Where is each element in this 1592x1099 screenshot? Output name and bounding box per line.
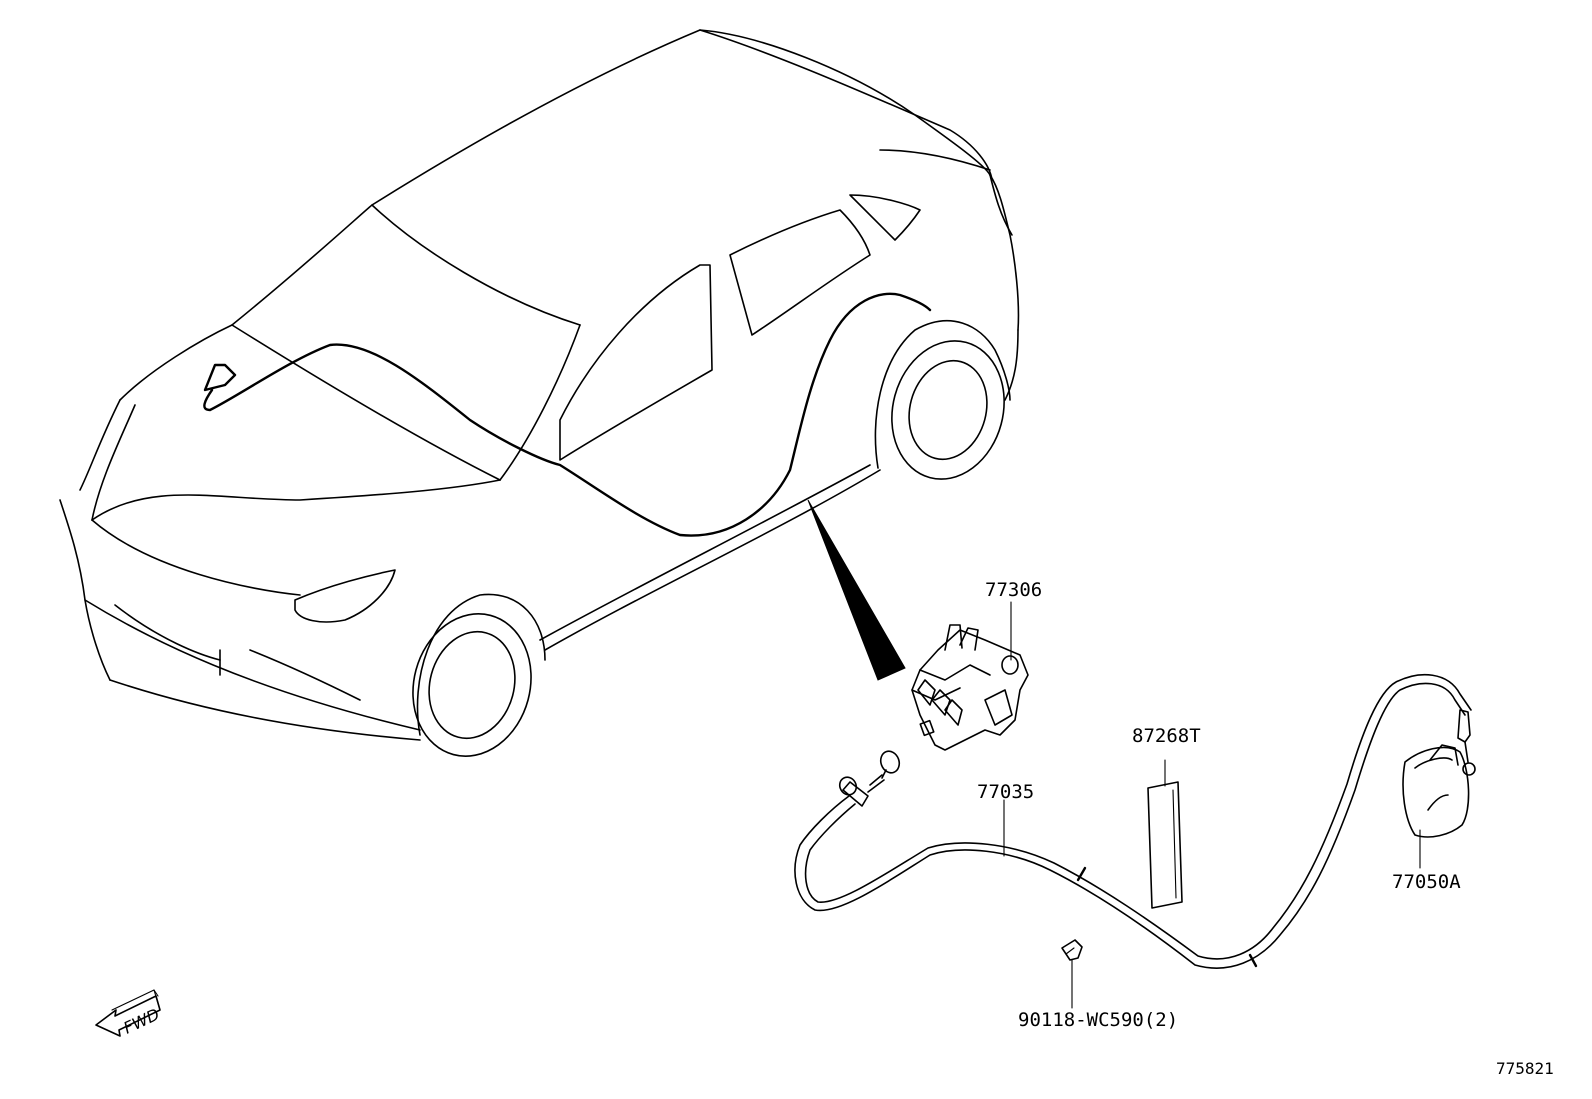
forward-direction-arrow: FWD [95,989,162,1038]
clamp-part [1061,939,1083,961]
part-number-release-cable: 77035 [977,781,1034,803]
detail-callout-wedge [807,499,906,681]
label-sticker-part [1147,781,1183,909]
cable-route-on-vehicle [203,292,932,537]
tray-bracket-part [911,624,1029,751]
release-lever-part [1402,744,1470,838]
vehicle-outline [59,29,1020,757]
release-cable-part [794,674,1476,969]
diagram-code: 775821 [1496,1059,1554,1078]
part-number-tray: 77306 [985,579,1042,601]
part-number-release-lever: 77050A [1392,871,1461,893]
part-number-label-sticker: 87268T [1132,725,1201,747]
part-number-clamp: 90118-WC590(2) [1018,1009,1178,1031]
leader-lines [1003,601,1421,1009]
